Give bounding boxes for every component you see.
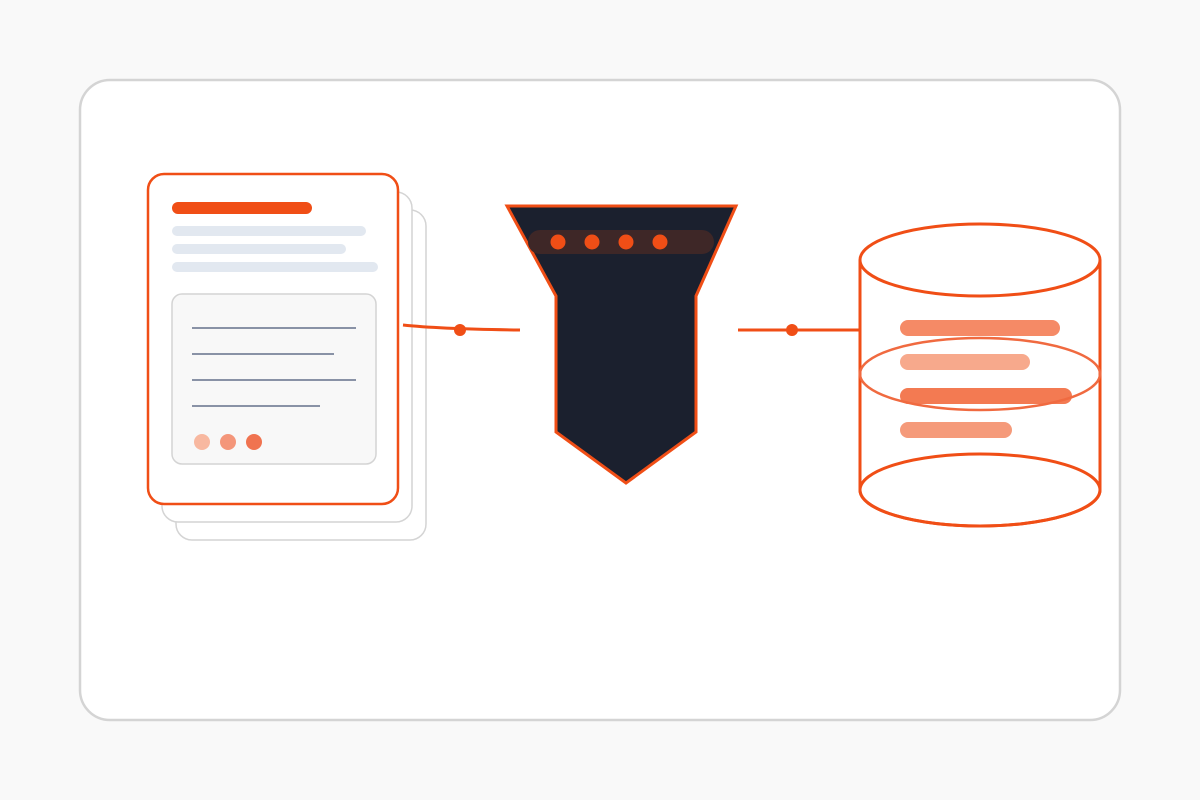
database-cylinder-icon xyxy=(858,222,1102,528)
connector-node xyxy=(454,324,466,336)
record-bar xyxy=(900,320,1060,336)
connector-node xyxy=(786,324,798,336)
inner-panel xyxy=(171,293,377,465)
placeholder-line xyxy=(172,262,378,272)
document-stack-icon xyxy=(146,172,427,541)
funnel-icon xyxy=(504,204,739,485)
cylinder-bottom-ring xyxy=(858,452,1102,528)
title-bar xyxy=(172,202,312,214)
funnel-dot xyxy=(652,234,668,250)
funnel-dot xyxy=(618,234,634,250)
cylinder-mid-ring xyxy=(858,336,1102,412)
placeholder-line xyxy=(172,244,346,254)
funnel-dot xyxy=(550,234,566,250)
dot xyxy=(220,434,236,450)
dot xyxy=(246,434,262,450)
record-bar xyxy=(900,354,1030,370)
connector-right xyxy=(738,324,860,336)
cylinder-top xyxy=(858,222,1102,298)
placeholder-line xyxy=(172,226,366,236)
dot xyxy=(194,434,210,450)
funnel-dot xyxy=(584,234,600,250)
record-bar xyxy=(900,388,1072,404)
connector-left xyxy=(402,323,521,336)
record-bar xyxy=(900,422,1012,438)
